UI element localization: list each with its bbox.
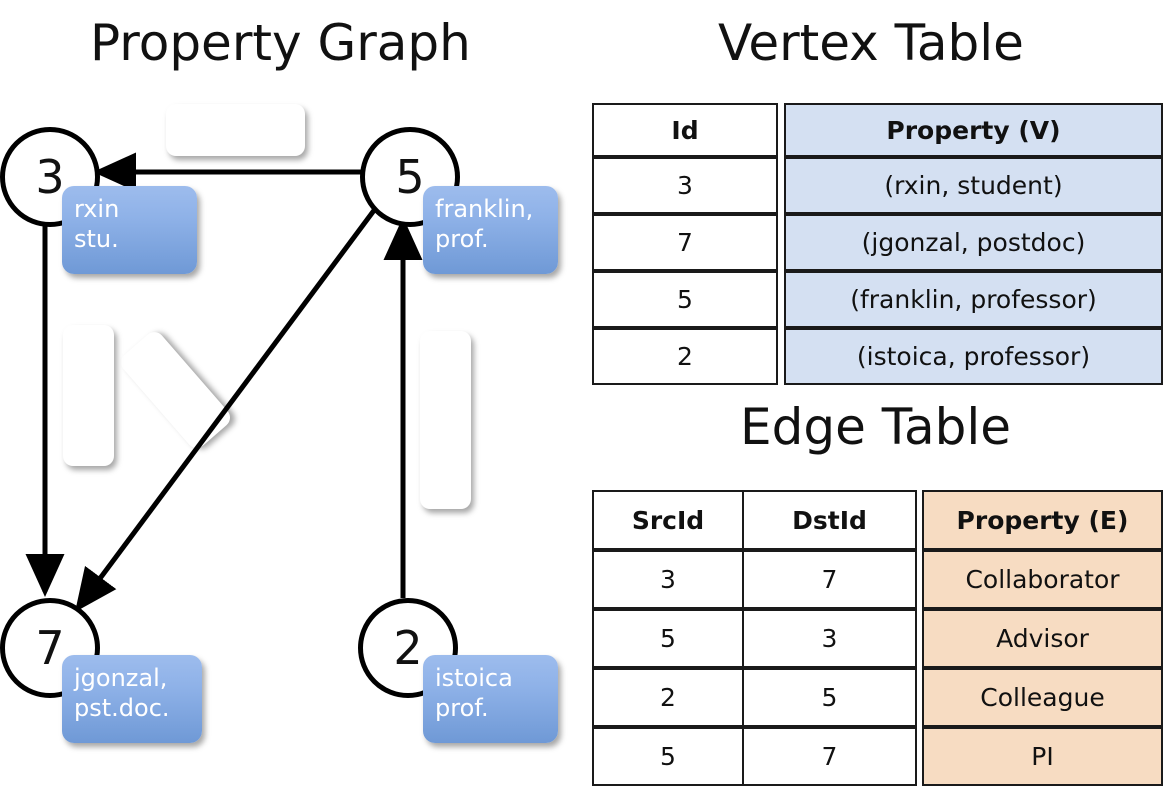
table-row: 7 [742,727,917,786]
edge-table-dstid-column: DstId 7 3 5 7 [742,490,917,786]
edge-srcid-cell: 3 [592,550,744,609]
vertex-property-cell: (jgonzal, postdoc) [784,214,1163,271]
edge-label-colleague-text: Colleague [431,357,460,483]
vertex-id-cell: 3 [592,157,778,214]
page-title-edge-table: Edge Table [740,398,1012,456]
vertex-property-cell: (istoica, professor) [784,328,1163,385]
node-property-line2: prof. [435,225,489,253]
vertex-id-cell: 2 [592,328,778,385]
edge-dstid-cell: 3 [742,609,917,668]
table-row: PI [922,727,1163,786]
table-row: (rxin, student) [784,157,1163,214]
edge-table-property-column: Property (E) Collaborator Advisor Collea… [922,490,1163,786]
page-title-vertex-table: Vertex Table [718,14,1024,72]
table-row: 2 [592,668,744,727]
table-header-row: Property (E) [922,490,1163,550]
vertex-property-cell: (franklin, professor) [784,271,1163,328]
node-property-line1: rxin [74,195,120,223]
table-row: 3 [592,550,744,609]
node-property-line2: pst.doc. [74,694,170,722]
graph-edges-svg [25,152,423,613]
edge-property-cell: Colleague [922,668,1163,727]
table-row: 5 [742,668,917,727]
edge-srcid-cell: 2 [592,668,744,727]
edge-dstid-cell: 7 [742,550,917,609]
node-property-line1: jgonzal, [74,664,168,692]
table-row: 7 [742,550,917,609]
table-row: 5 [592,609,744,668]
edge-label-collab: Collab. [63,325,114,466]
table-row: 5 [592,271,778,328]
edge-property-cell: Collaborator [922,550,1163,609]
edge-label-pi-text: PI [157,372,194,408]
edge-label-advisor: Advisor [166,104,305,156]
table-header-row: Id [592,103,778,157]
table-row: Advisor [922,609,1163,668]
edge-srcid-cell: 5 [592,727,744,786]
edge-dstid-cell: 7 [742,727,917,786]
table-row: 5 [592,727,744,786]
graph-node-5[interactable]: 5 [360,127,460,227]
table-row: (istoica, professor) [784,328,1163,385]
table-header-row: Property (V) [784,103,1163,157]
node-property-box-3: rxin stu. [62,186,197,274]
edge-5-to-7 [75,203,381,613]
vertex-id-header: Id [592,103,778,157]
table-row: 3 [592,157,778,214]
page-title-property-graph: Property Graph [90,14,471,72]
edge-table-srcid-column: SrcId 3 5 2 5 [592,490,744,786]
node-property-line2: stu. [74,225,119,253]
node-property-box-5: franklin, prof. [423,186,558,274]
table-row: Colleague [922,668,1163,727]
table-row: 3 [742,609,917,668]
edge-srcid-header: SrcId [592,490,744,550]
table-header-row: DstId [742,490,917,550]
edge-property-cell: Advisor [922,609,1163,668]
table-row: (franklin, professor) [784,271,1163,328]
property-graph-panel: Property Graph 3 5 7 2 rxin stu. frankli… [0,0,585,760]
node-property-box-7: jgonzal, pst.doc. [62,655,202,743]
edge-dstid-header: DstId [742,490,917,550]
node-property-line2: prof. [435,694,489,722]
table-row: 2 [592,328,778,385]
vertex-id-cell: 5 [592,271,778,328]
graph-node-2[interactable]: 2 [358,598,458,698]
edge-property-cell: PI [922,727,1163,786]
edge-label-collab-text: Collab. [74,352,103,439]
node-property-line1: franklin, [435,195,534,223]
table-header-row: SrcId [592,490,744,550]
vertex-property-header: Property (V) [784,103,1163,157]
edge-dstid-cell: 5 [742,668,917,727]
edge-label-colleague: Colleague [420,331,471,509]
node-property-line1: istoica [435,664,513,692]
vertex-property-cell: (rxin, student) [784,157,1163,214]
vertex-table-property-column: Property (V) (rxin, student) (jgonzal, p… [784,103,1163,385]
node-property-box-2: istoica prof. [423,655,558,743]
table-row: (jgonzal, postdoc) [784,214,1163,271]
edge-srcid-cell: 5 [592,609,744,668]
vertex-table-id-column: Id 3 7 5 2 [592,103,778,385]
edge-property-header: Property (E) [922,490,1163,550]
table-row: 7 [592,214,778,271]
table-row: Collaborator [922,550,1163,609]
vertex-id-cell: 7 [592,214,778,271]
